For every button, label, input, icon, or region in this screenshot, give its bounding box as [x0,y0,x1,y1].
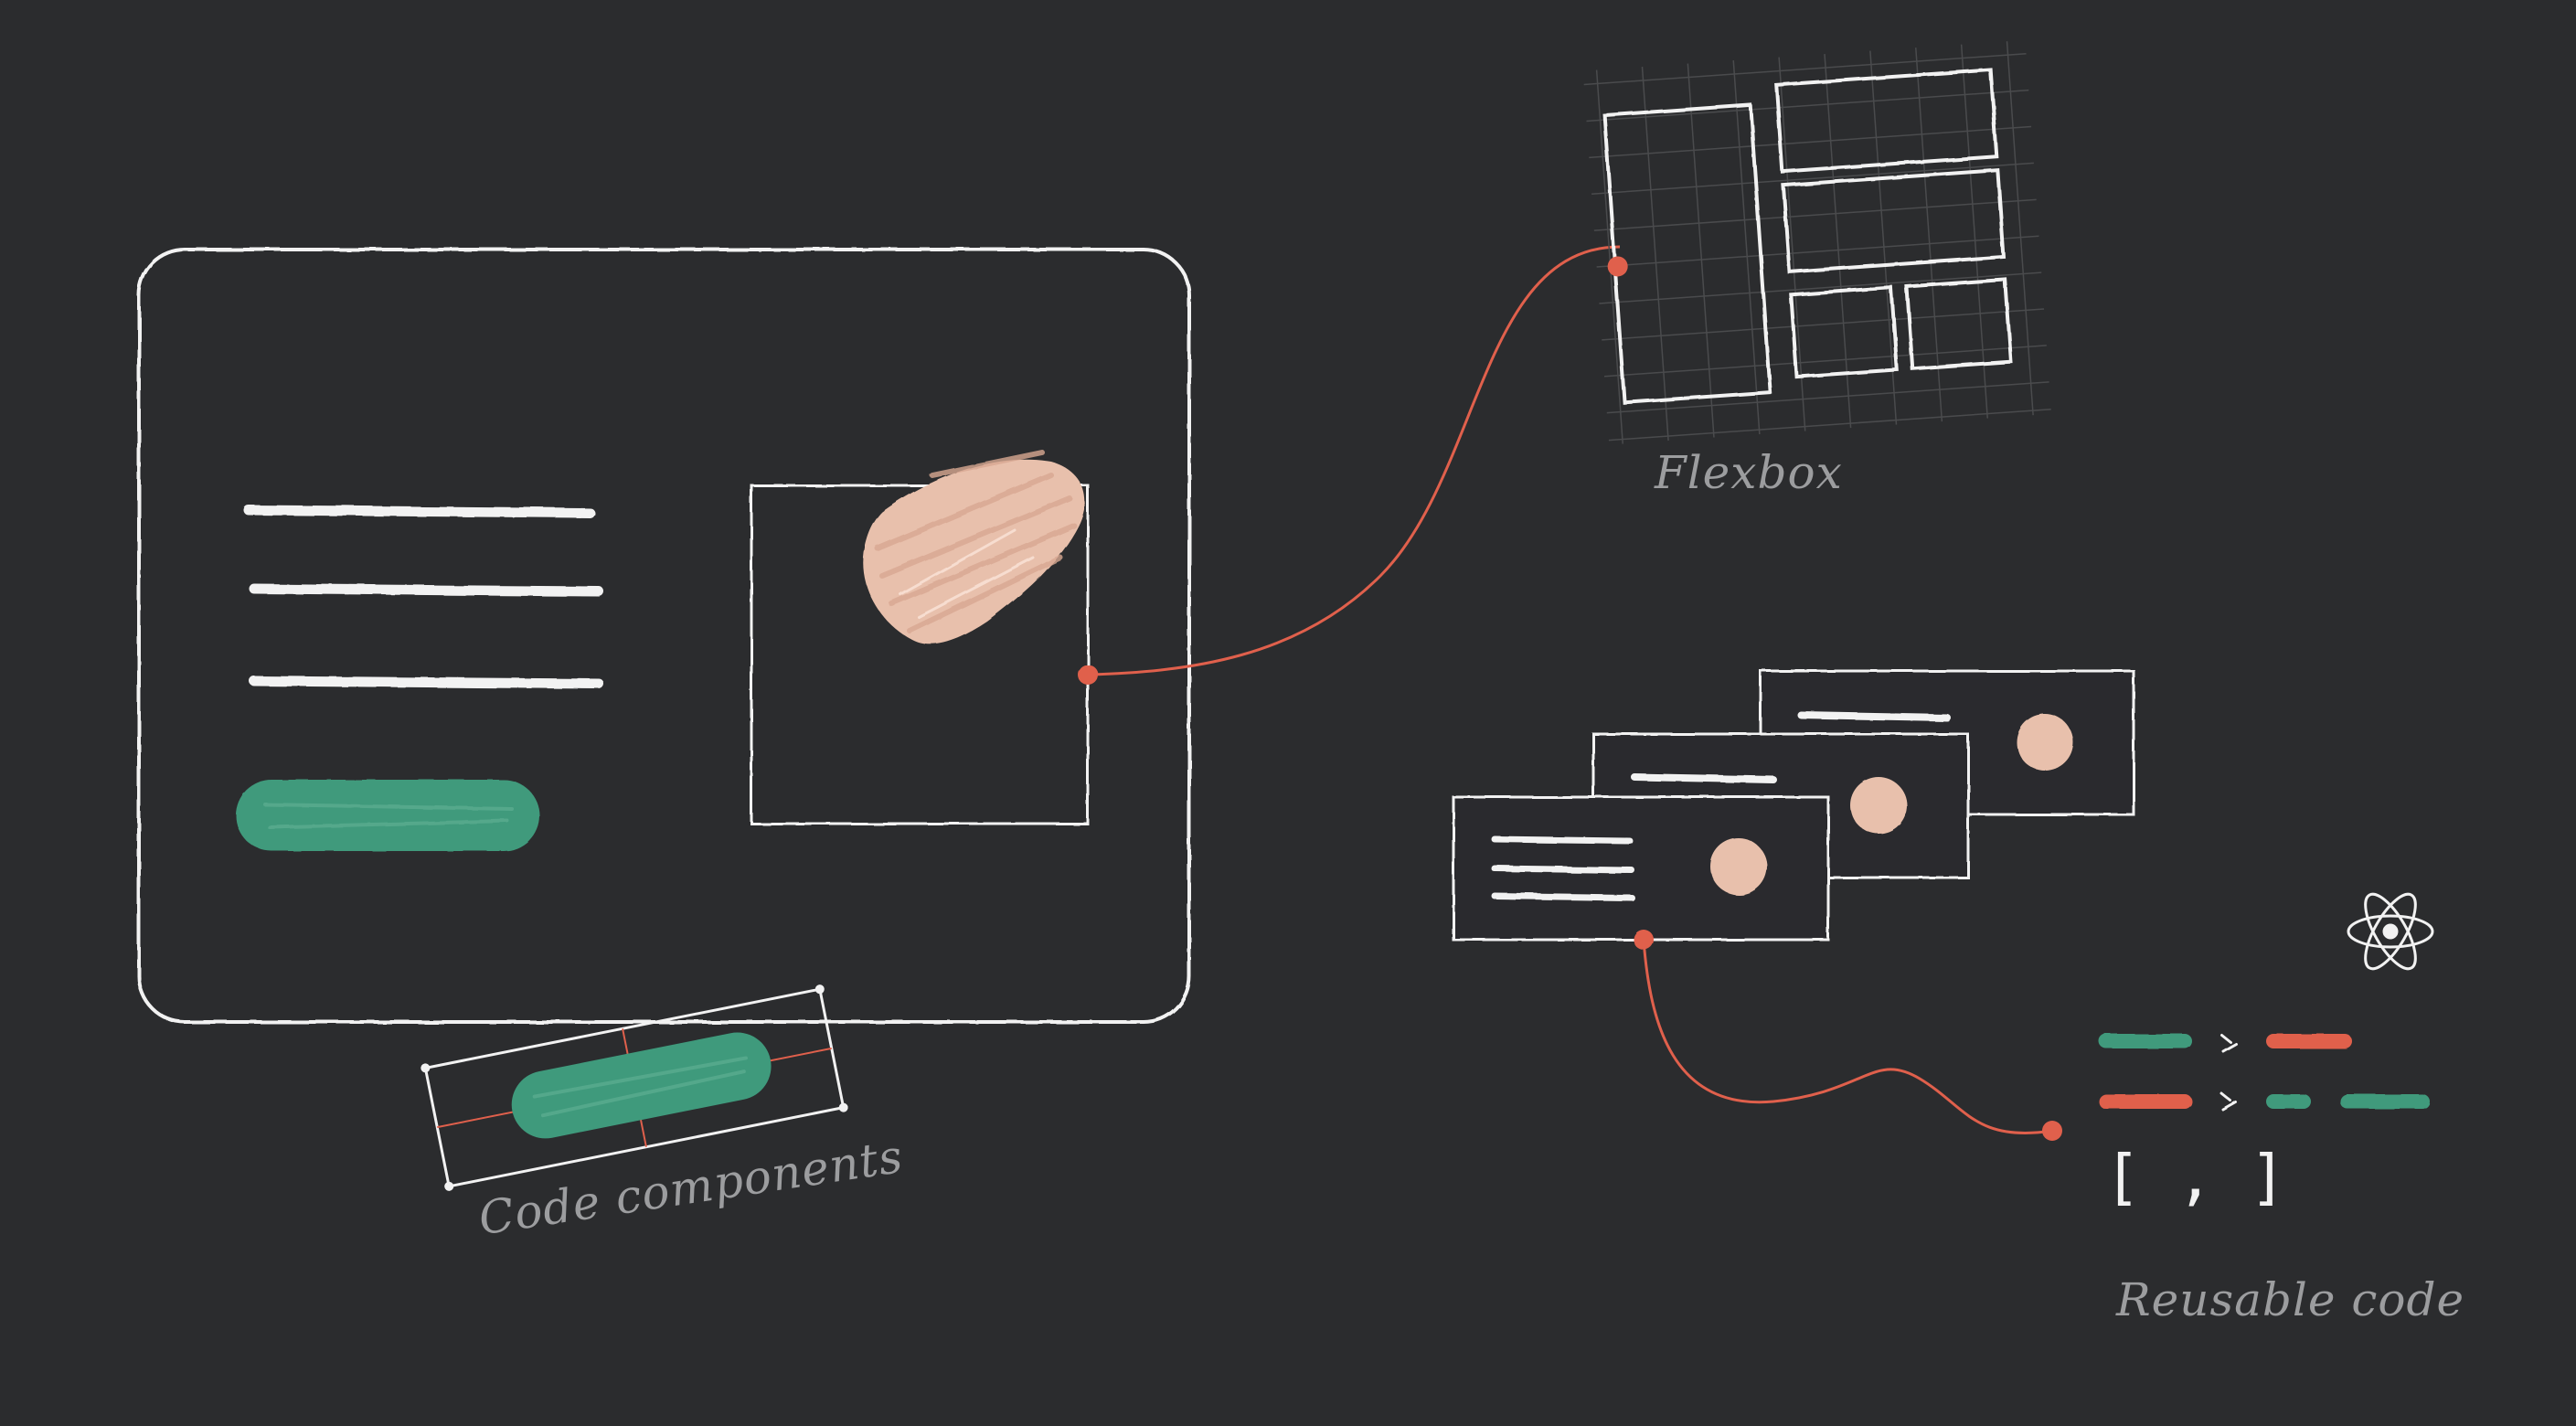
flex-box-small-right [1904,277,2014,371]
connector-dot-flexbox [1607,256,1628,277]
primary-button-shape [236,780,539,851]
text-line-3 [249,676,604,689]
connector-line-code [1642,939,2053,1135]
code-brackets: [ , ] [2104,1142,2286,1212]
flex-box-small-left [1789,285,1900,379]
peach-scribble [863,450,1085,644]
flex-box-wide-middle [1781,168,2007,274]
text-lines [243,505,604,689]
caption-flexbox: Flexbox [1655,446,1843,499]
text-line-1 [243,505,595,518]
code-token-separator-2 [2219,1091,2238,1112]
component-button-shape [511,1032,772,1139]
main-wireframe-frame [137,248,1191,1024]
code-token-separator-1 [2219,1033,2238,1053]
text-line-2 [249,583,604,597]
image-placeholder [750,484,1090,825]
code-snippet [2099,1033,2430,1112]
flexbox-grid [1583,41,2051,444]
flex-box-wide-top [1774,68,1999,174]
code-component [420,984,848,1191]
connector-line-flexbox [1087,245,1621,676]
connector-dot-code [2042,1121,2062,1141]
main-wireframe [137,248,1191,1024]
grid-lines [1583,41,2051,444]
caption-reusable-code: Reusable code [2116,1273,2465,1326]
flex-box-tall [1602,102,1772,405]
card-front [1452,795,1830,950]
card-stack [1452,669,2135,950]
react-atom-icon [2347,892,2434,971]
